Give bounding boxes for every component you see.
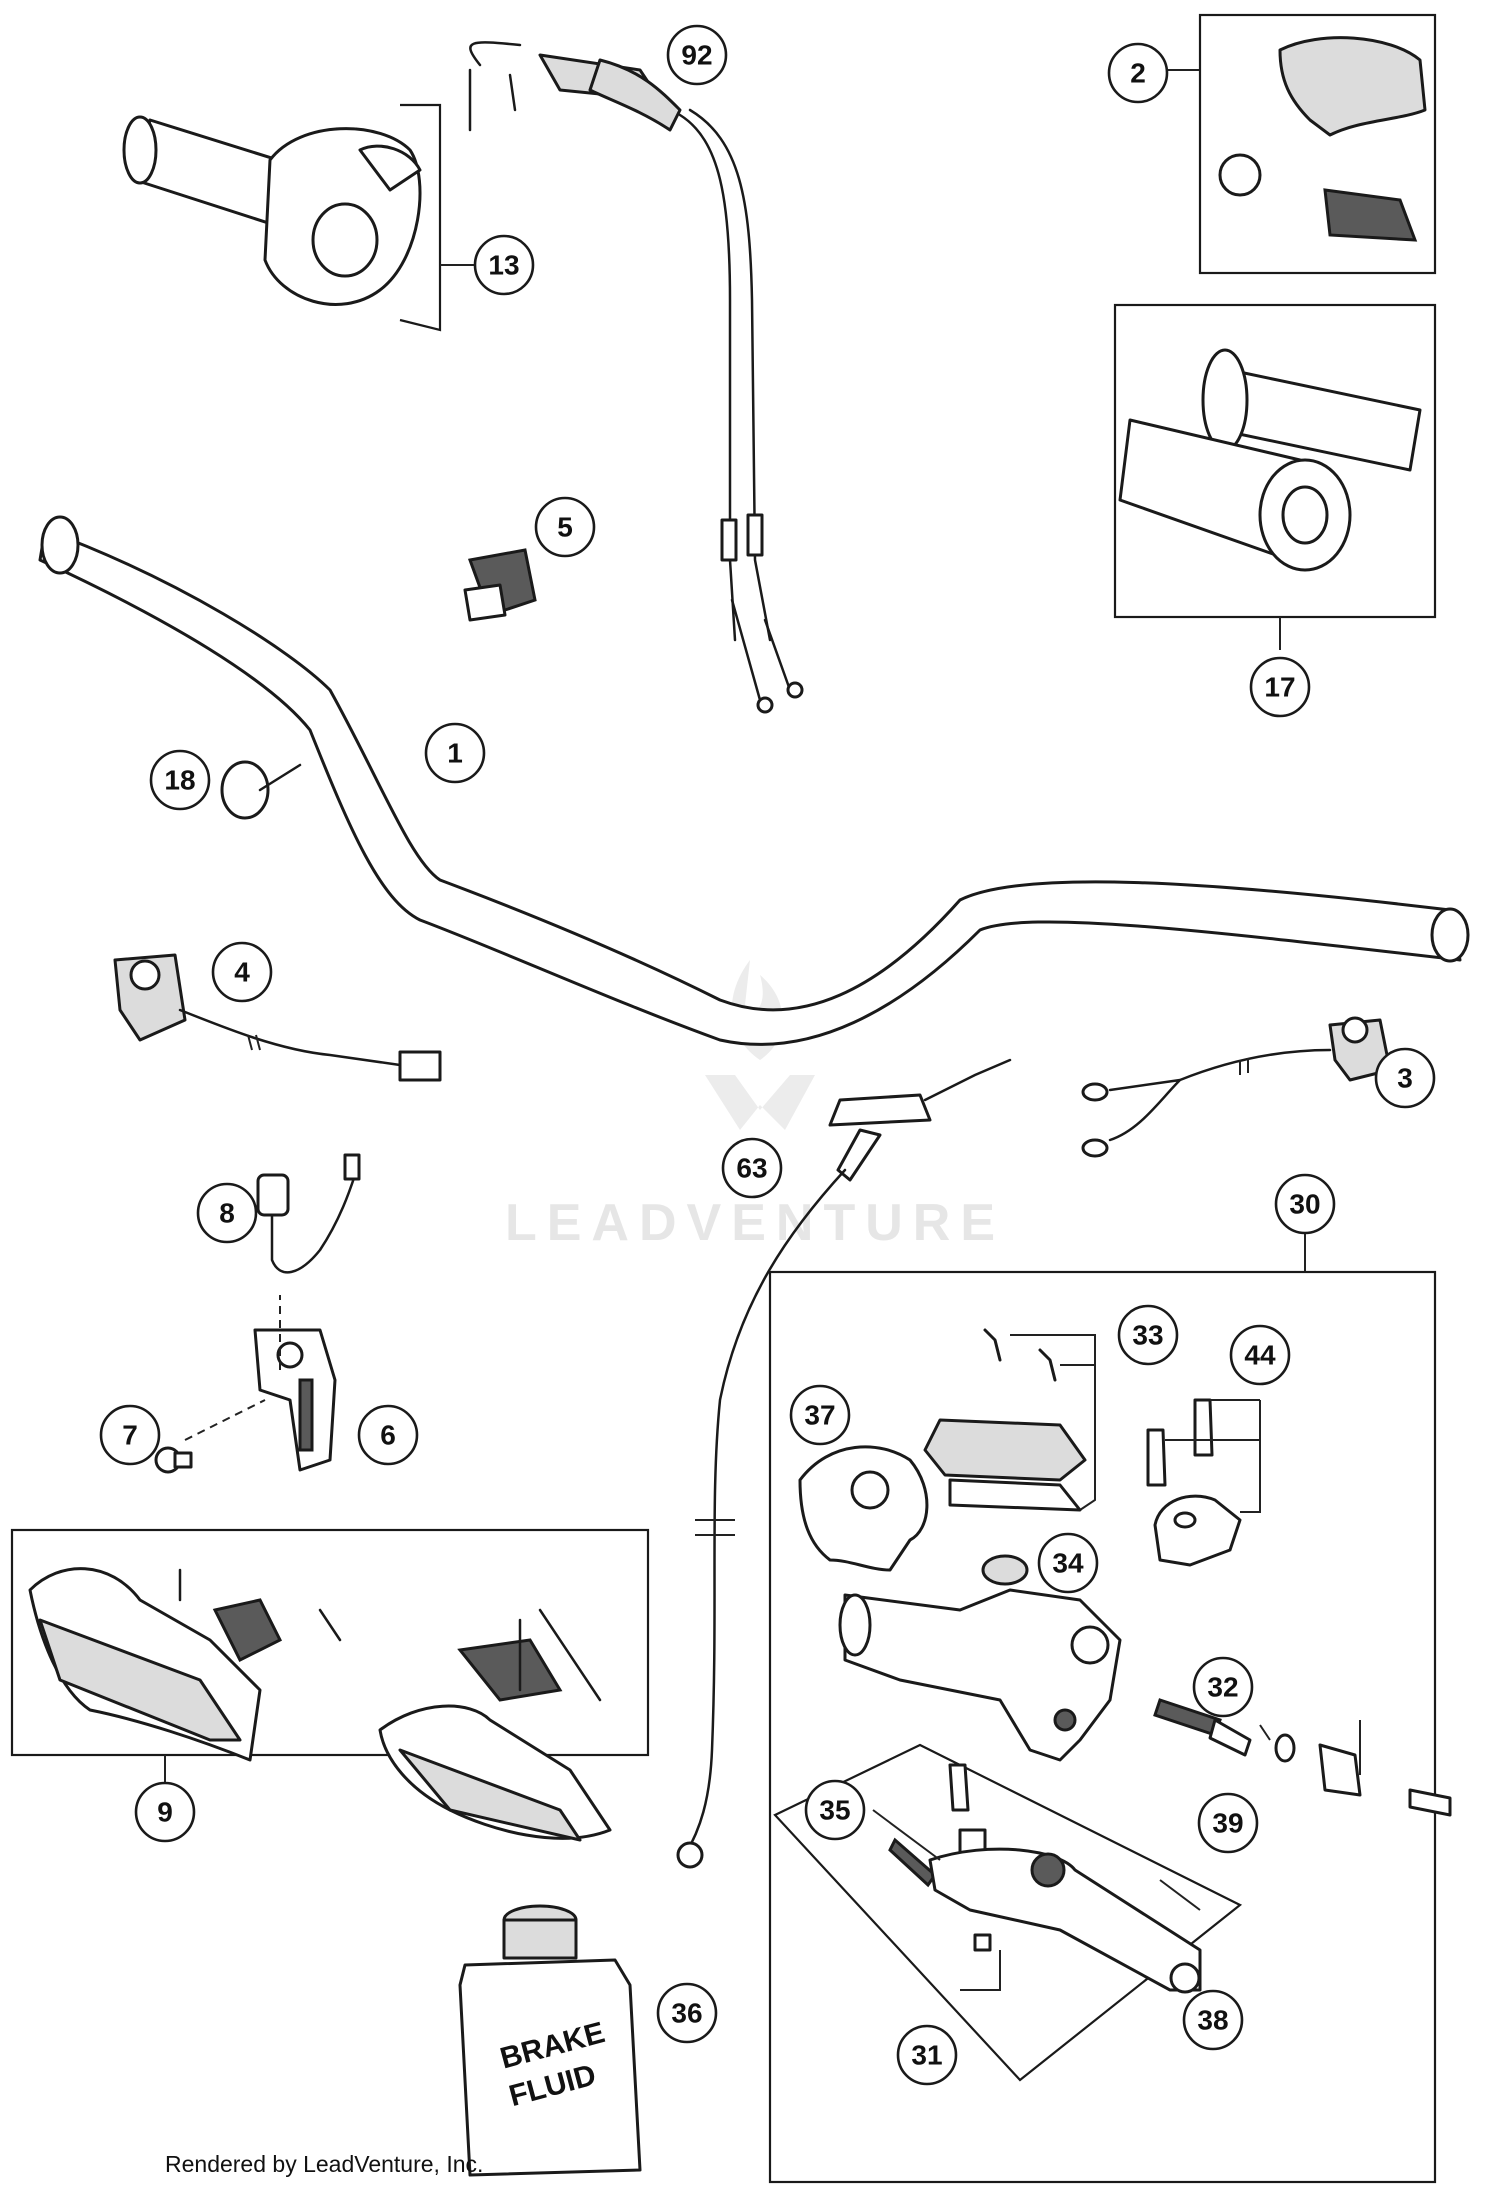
svg-text:18: 18 <box>164 765 195 796</box>
grips-group <box>1113 303 1437 650</box>
callout-32: 32 <box>1192 1656 1254 1718</box>
callout-6: 6 <box>357 1404 419 1466</box>
brake-fluid-bottle: BRAKE FLUID <box>458 1904 642 2177</box>
svg-text:9: 9 <box>157 1797 173 1828</box>
callout-38: 38 <box>1182 1989 1244 2051</box>
reservoir-lid <box>923 1328 1096 1512</box>
kill-switch <box>113 953 442 1082</box>
svg-text:39: 39 <box>1212 1808 1243 1839</box>
handguards-group <box>10 1528 650 1842</box>
svg-text:31: 31 <box>911 2040 942 2071</box>
callout-34: 34 <box>1037 1532 1099 1594</box>
svg-text:92: 92 <box>681 40 712 71</box>
part-2-group <box>1168 13 1437 275</box>
watermark: LEADVENTURE <box>505 960 1005 1252</box>
callout-9: 9 <box>134 1781 196 1843</box>
svg-text:1: 1 <box>447 738 463 769</box>
callout-18: 18 <box>149 749 211 811</box>
svg-text:4: 4 <box>234 957 250 988</box>
callout-8: 8 <box>196 1182 258 1244</box>
part-63-cable <box>676 1058 1012 1869</box>
callout-39: 39 <box>1197 1792 1259 1854</box>
part-5-switch <box>463 548 537 622</box>
master-cylinder <box>838 1588 1122 1762</box>
svg-text:6: 6 <box>380 1420 396 1451</box>
svg-text:3: 3 <box>1397 1063 1413 1094</box>
svg-text:33: 33 <box>1132 1320 1163 1351</box>
callout-13: 13 <box>473 234 535 296</box>
svg-text:32: 32 <box>1207 1672 1238 1703</box>
callout-7: 7 <box>99 1404 161 1466</box>
callout-30: 30 <box>1274 1173 1336 1235</box>
part-3-switch <box>1081 1016 1392 1158</box>
callout-2: 2 <box>1107 42 1169 104</box>
svg-text:30: 30 <box>1289 1189 1320 1220</box>
callout-44: 44 <box>1229 1324 1291 1386</box>
svg-text:36: 36 <box>671 1998 702 2029</box>
callout-3: 3 <box>1374 1047 1436 1109</box>
callout-31: 31 <box>896 2024 958 2086</box>
svg-text:35: 35 <box>819 1795 850 1826</box>
svg-text:38: 38 <box>1197 2005 1228 2036</box>
svg-text:8: 8 <box>219 1198 235 1229</box>
throttle-cables <box>468 41 804 714</box>
part-6-bracket <box>184 1295 337 1472</box>
svg-text:17: 17 <box>1264 672 1295 703</box>
render-credit: Rendered by LeadVenture, Inc. <box>165 2151 484 2177</box>
cable-tie <box>220 760 302 820</box>
callout-63: 63 <box>721 1137 783 1199</box>
svg-text:37: 37 <box>804 1400 835 1431</box>
svg-text:13: 13 <box>488 250 519 281</box>
callout-36: 36 <box>656 1982 718 2044</box>
lever-boot <box>798 1445 929 1572</box>
svg-text:44: 44 <box>1244 1340 1276 1371</box>
callout-35: 35 <box>804 1779 866 1841</box>
svg-text:63: 63 <box>736 1153 767 1184</box>
svg-text:5: 5 <box>557 512 573 543</box>
part-8-sensor <box>256 1153 361 1274</box>
watermark-text: LEADVENTURE <box>505 1194 1005 1252</box>
lever-group <box>773 1743 1243 2082</box>
callout-37: 37 <box>789 1384 851 1446</box>
callout-92: 92 <box>666 24 728 86</box>
piston-spring <box>1153 1698 1452 1817</box>
callout-5: 5 <box>534 496 596 558</box>
reservoir-cap <box>981 1554 1029 1586</box>
callout-1: 1 <box>424 722 486 784</box>
handlebar <box>38 515 1470 1046</box>
svg-text:34: 34 <box>1052 1548 1084 1579</box>
svg-text:7: 7 <box>122 1420 138 1451</box>
throttle-assembly <box>122 103 475 332</box>
svg-text:2: 2 <box>1130 58 1146 89</box>
bar-clamp <box>1146 1398 1261 1567</box>
callout-17: 17 <box>1249 656 1311 718</box>
part-7-bolt <box>154 1446 193 1474</box>
callout-4: 4 <box>211 941 273 1003</box>
callout-33: 33 <box>1117 1304 1179 1366</box>
